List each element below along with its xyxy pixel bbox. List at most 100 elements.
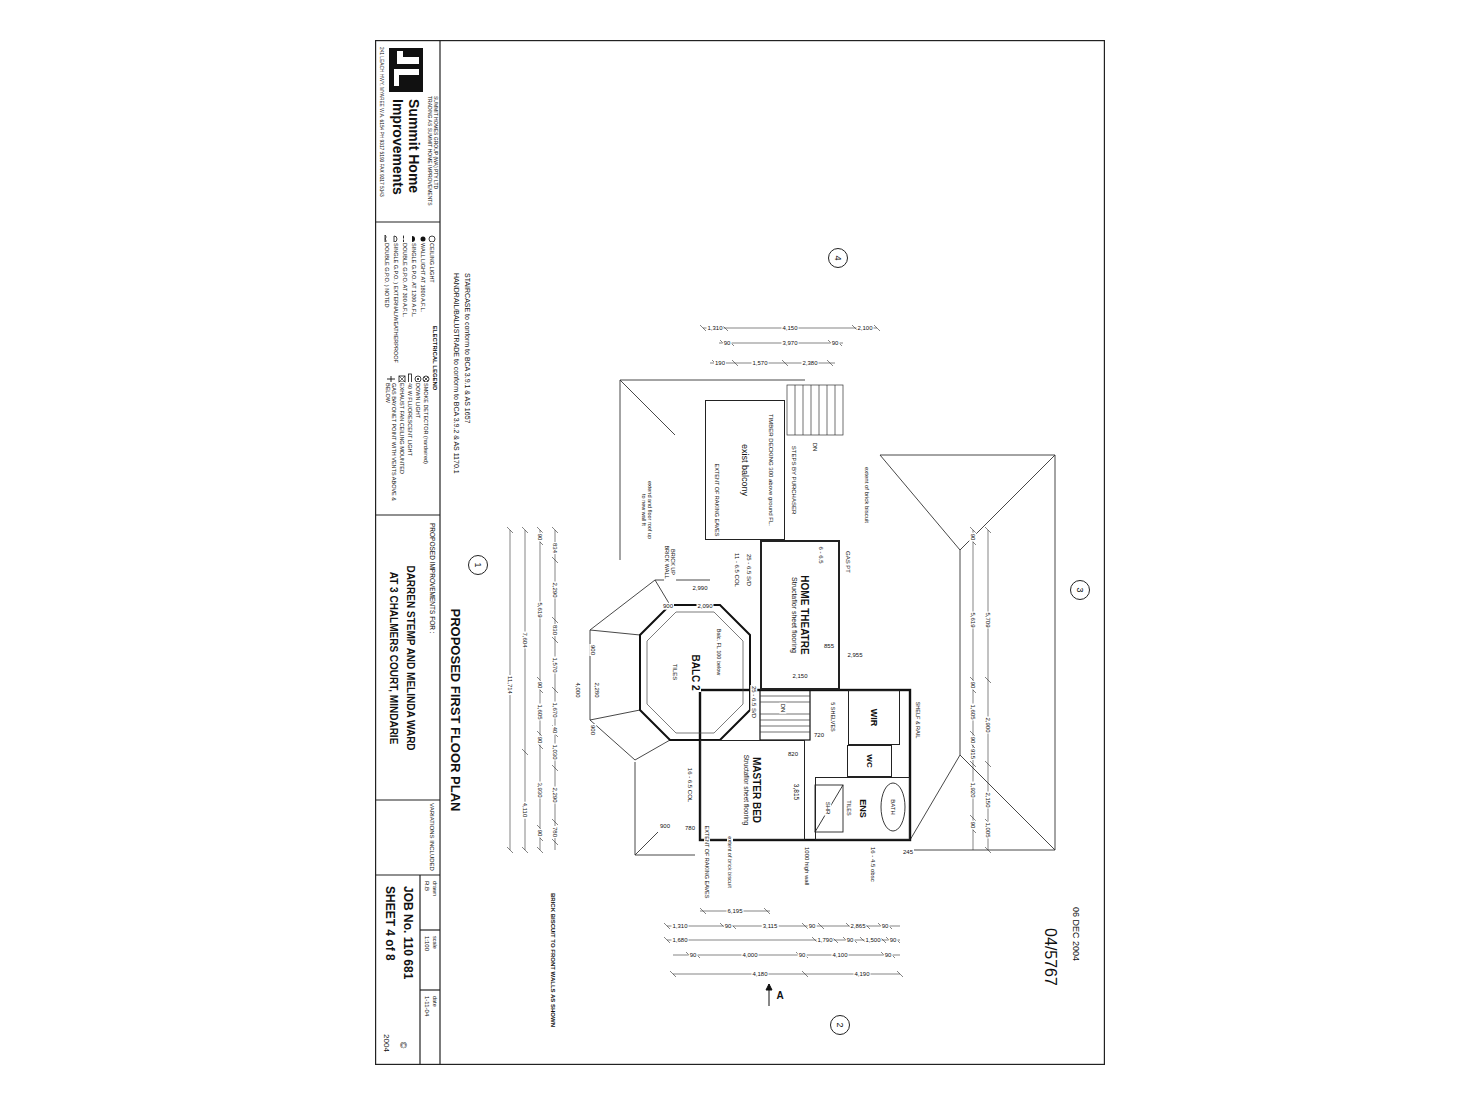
annotation-text: 3,815 <box>792 783 799 801</box>
company-logo <box>397 51 419 64</box>
annotation-text: DN <box>812 442 819 453</box>
dimension-tick <box>507 527 513 533</box>
roof-outline <box>620 380 805 560</box>
bathroom-fixtures <box>815 785 843 832</box>
stair-treads <box>760 714 810 715</box>
roof-outline <box>635 740 670 760</box>
dimension-text: 720 <box>813 732 825 739</box>
dimension-text: 90 <box>889 937 898 944</box>
legend-text: SMOKE DETECTOR (hardwired) <box>423 382 429 465</box>
annotation-text: scale <box>432 935 438 950</box>
dimension-tick <box>802 971 808 977</box>
annotation-text: 90 <box>970 681 977 690</box>
annotation-text: STAIRCASE to conform to BCA 3.9.1 & AS 1… <box>463 272 471 424</box>
dimension-text: 3,970 <box>781 340 798 347</box>
roof-outline <box>635 762 695 855</box>
annotation-text: 1,920 <box>970 781 977 798</box>
dimension-text: 4,000 <box>741 952 758 959</box>
dimension-tick <box>782 360 788 366</box>
legend-text: DOUBLE G.P.O. ) NOTED <box>384 242 390 308</box>
annotation-text: 1-11-04 <box>424 995 431 1017</box>
dimension-tick <box>985 761 991 767</box>
dimension-text: 1,570 <box>751 360 768 367</box>
annotation-text: 3,930 <box>537 781 544 798</box>
annotation-text: 1,005 <box>985 821 992 838</box>
dimension-text: 2,380 <box>801 360 818 367</box>
annotation-text: Balc. FL 100 below <box>716 628 722 677</box>
annotation-text: 90 <box>537 681 544 690</box>
dimension-text: 4,100 <box>831 952 848 959</box>
annotation-text: 5 SHELVES <box>830 701 836 733</box>
room-name: 4 <box>833 254 843 261</box>
roof-outline <box>590 710 640 720</box>
dimension-tick <box>522 749 528 755</box>
annotation-text: 25 - 6.5 S/D <box>751 685 758 719</box>
annotation-text: R.B <box>424 880 431 892</box>
annotation-text: JOB No. 110 681 <box>400 885 413 980</box>
dimension-tick <box>985 847 991 853</box>
annotation-text: AT 3 CHALMERS COURT, MINDARIE <box>388 571 399 746</box>
annotation-text: drawn <box>432 880 438 897</box>
annotation-text: 04/5767 <box>1041 927 1059 987</box>
roof-outline <box>635 832 658 855</box>
stair-treads <box>787 385 843 435</box>
annotation-text: extent of brick biscuit <box>864 466 871 524</box>
annotation-text: DARREN STEMP AND MELINDA WARD <box>405 564 416 751</box>
dimension-text: 2,990 <box>691 585 708 592</box>
dimension-text: 90 <box>884 952 893 959</box>
dimension-text: 2,865 <box>849 923 866 930</box>
dimension-line <box>673 955 900 956</box>
annotation-text: 241 LEACH HWY, MYAREE W.A. 6154 PH 9317 … <box>378 46 383 198</box>
room-outline: WIR <box>848 690 900 745</box>
annotation-text: SHEET 4 of 8 <box>382 885 395 962</box>
annotation-text: BRICK UP BRICK WALL <box>664 541 676 583</box>
dimension-tick <box>700 325 706 331</box>
dimension-tick <box>818 923 824 929</box>
annotation-text: TRADING AS SUMMIT HOME IMPROVEMENTS <box>426 95 432 207</box>
wall-light-symbol <box>421 237 426 242</box>
annotation-text: 7,604 <box>522 631 529 648</box>
annotation-text: HANDRAIL/BALUSTRADE to conform to BCA 3.… <box>452 272 460 475</box>
annotation-text: 915 <box>970 748 977 760</box>
room-note: Structaflor sheet flooring <box>790 576 798 654</box>
dimension-tick <box>552 839 558 845</box>
bathroom-fixtures <box>815 785 843 832</box>
stair-treads <box>835 385 836 435</box>
dimension-tick <box>507 847 513 853</box>
annotation-text: 90 <box>970 533 977 542</box>
dimension-tick <box>522 527 528 533</box>
dimension-text: 4,190 <box>853 971 870 978</box>
annotation-text: 1,030 <box>552 743 559 760</box>
stair-treads <box>760 720 810 721</box>
smoke-detector-symbol <box>424 377 428 381</box>
bathroom-fixtures <box>815 783 905 832</box>
annotation-text: 2,900 <box>985 716 992 733</box>
wall-outline <box>760 690 810 740</box>
dimension-tick <box>552 765 558 771</box>
annotation-text: 2004 <box>382 1033 391 1053</box>
dimension-text: 3,115 <box>762 923 779 930</box>
stair-treads <box>819 385 820 435</box>
dimension-tick <box>552 819 558 825</box>
legend-text: DOUBLE G.P.O. AT 300 A.F.L. <box>402 242 408 318</box>
dimension-text: 90 <box>808 923 817 930</box>
room-name: 3 <box>1075 586 1085 593</box>
annotation-text: BATH <box>890 798 897 816</box>
dimension-text: 1,310 <box>671 923 688 930</box>
legend-text: CEILING LIGHT <box>429 242 435 284</box>
annotation-text: 4,110 <box>522 802 529 819</box>
annotation-text: 6 - 6.5 <box>818 545 825 564</box>
room-outline: WC <box>847 745 892 777</box>
room-name: BALC 2 <box>689 653 701 691</box>
wall-outline <box>700 690 910 840</box>
annotation-text: VARIATIONS INCLUDED <box>429 802 436 872</box>
dimension-text: A <box>775 990 784 1001</box>
dimension-tick <box>764 908 770 914</box>
dimension-text: 6,195 <box>726 908 743 915</box>
annotation-text: 90 <box>970 821 977 830</box>
company-logo <box>389 48 423 92</box>
dimension-text: 90 <box>723 340 732 347</box>
room-name: ENS <box>857 798 867 819</box>
dimension-tick <box>827 360 833 366</box>
annotation-text: 2,150 <box>985 791 992 808</box>
